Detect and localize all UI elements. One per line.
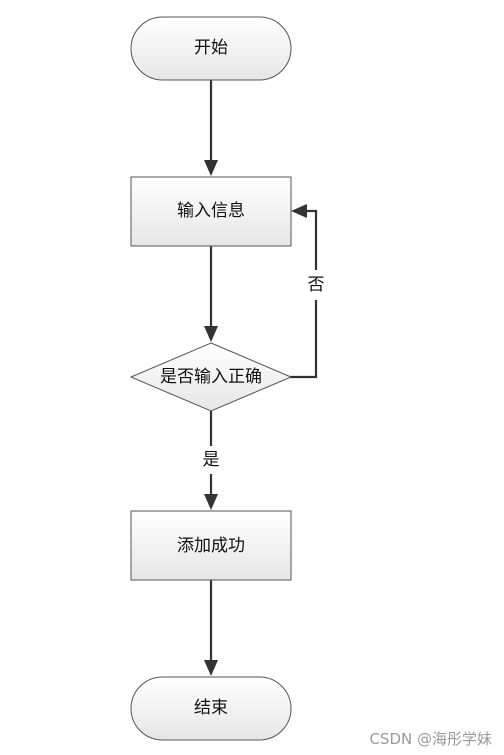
terminator-shape bbox=[130, 676, 292, 741]
node-label-success: 添加成功 bbox=[177, 536, 245, 556]
edge-check-yes: 是 bbox=[199, 411, 223, 510]
edge-label-bg bbox=[199, 446, 223, 474]
edge-success-to-end bbox=[204, 580, 218, 676]
decision-shape bbox=[129, 342, 293, 412]
node-end: 结束 bbox=[130, 676, 292, 741]
node-success: 添加成功 bbox=[130, 510, 292, 581]
edge-label-no: 否 bbox=[308, 275, 325, 295]
terminator-shape bbox=[130, 16, 292, 81]
process-shape bbox=[130, 176, 292, 247]
node-start: 开始 bbox=[130, 16, 292, 81]
edge-label-yes: 是 bbox=[203, 450, 220, 470]
node-label-start: 开始 bbox=[194, 38, 228, 58]
edge-input-to-check bbox=[204, 246, 218, 342]
edge-label-bg bbox=[304, 270, 328, 300]
node-label-end: 结束 bbox=[194, 698, 228, 718]
node-input: 输入信息 bbox=[130, 176, 292, 247]
process-shape bbox=[130, 510, 292, 581]
edge-start-to-input bbox=[204, 80, 218, 176]
node-label-input: 输入信息 bbox=[177, 201, 245, 221]
watermark-text: CSDN @海彤学妹 bbox=[369, 730, 492, 748]
node-check: 是否输入正确 bbox=[129, 342, 293, 412]
node-label-check: 是否输入正确 bbox=[160, 367, 262, 387]
edge-check-no: 否 bbox=[290, 204, 328, 379]
